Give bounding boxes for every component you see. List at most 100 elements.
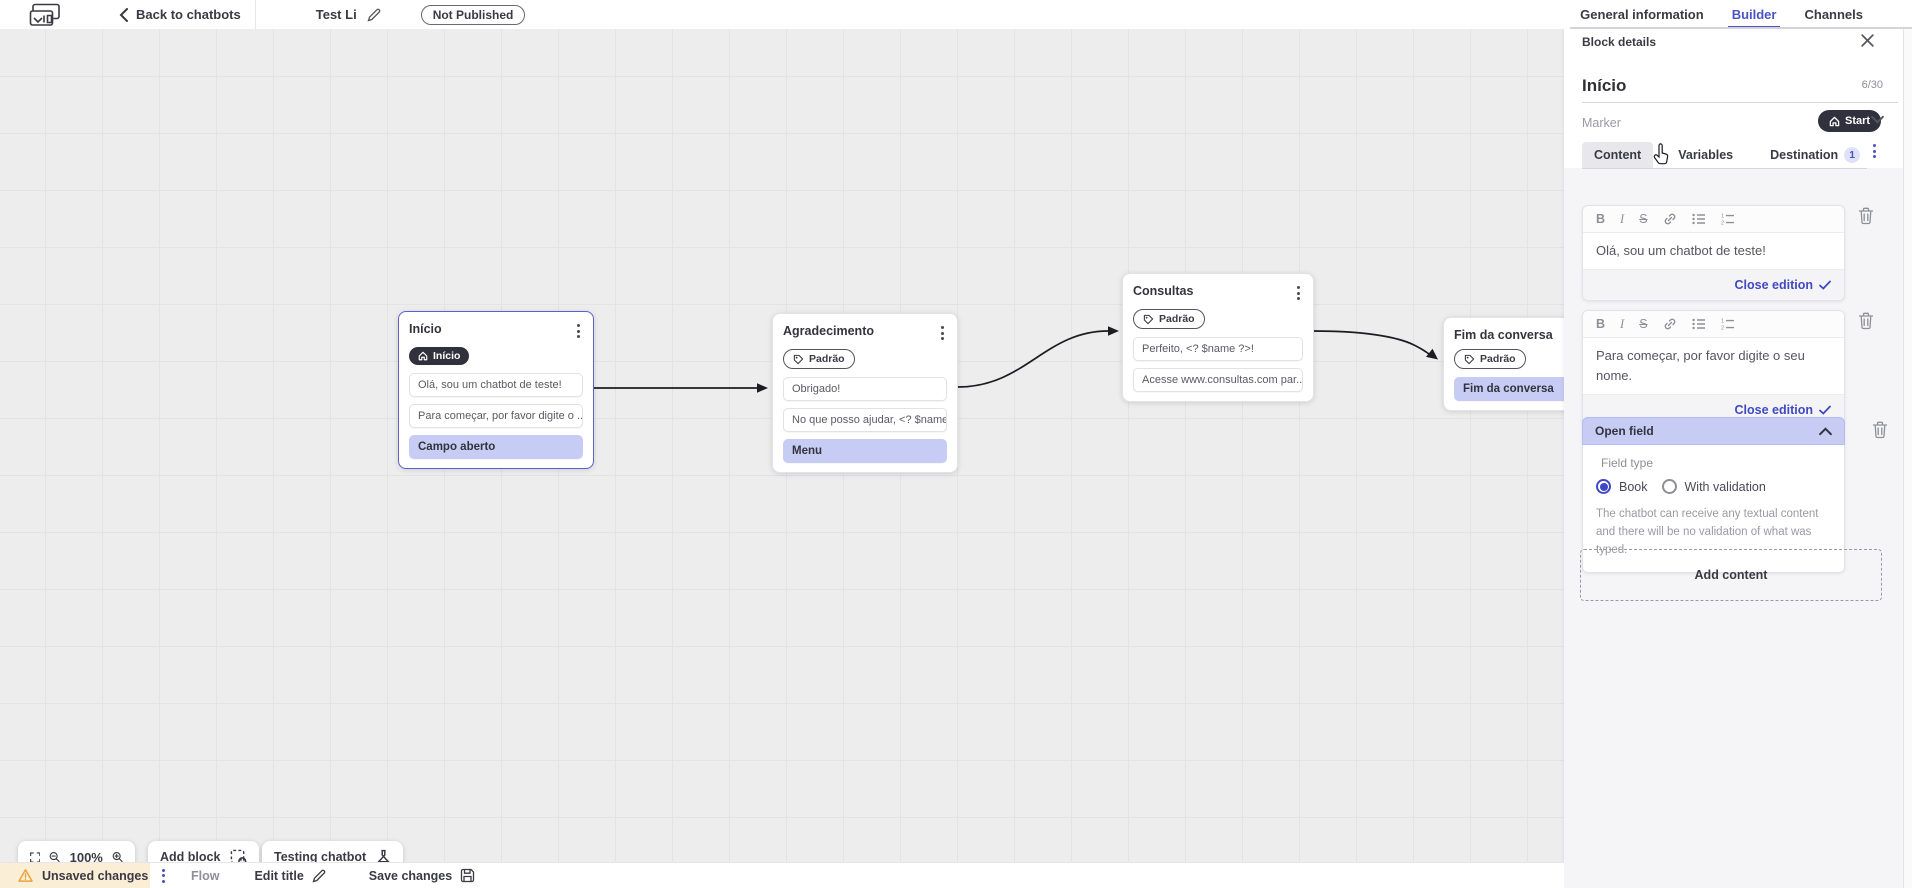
- tab-general-information[interactable]: General information: [1580, 7, 1704, 22]
- tab-channels[interactable]: Channels: [1804, 7, 1863, 22]
- fullscreen-icon[interactable]: [30, 850, 41, 863]
- panel-scrollbar[interactable]: [1903, 29, 1912, 888]
- block-content-row[interactable]: Para começar, por favor digite o ...: [409, 404, 583, 428]
- unsaved-changes-label: Unsaved changes: [42, 868, 149, 883]
- check-icon: [1819, 280, 1831, 290]
- edit-title-pencil-icon[interactable]: [367, 8, 381, 22]
- flask-icon: [377, 849, 391, 862]
- flow-block-inicio[interactable]: Início Início Olá, sou um chatbot de tes…: [398, 311, 594, 469]
- warning-icon: [18, 869, 33, 882]
- svg-text:2: 2: [1721, 326, 1724, 330]
- flow-canvas[interactable]: Início Início Olá, sou um chatbot de tes…: [0, 29, 1564, 862]
- block-title: Início: [409, 322, 442, 336]
- field-type-options: Book With validation: [1596, 479, 1831, 494]
- tab-variables[interactable]: Variables: [1678, 148, 1734, 162]
- marker-label: Marker: [1582, 116, 1621, 130]
- tag-icon: [1143, 314, 1154, 324]
- block-title: Agradecimento: [783, 324, 874, 338]
- block-marker-padrao: Padrão: [1133, 309, 1205, 329]
- chevron-left-icon: [119, 7, 128, 22]
- panel-tabs-underline: [1582, 168, 1867, 169]
- edit-title-button[interactable]: Edit title: [254, 869, 326, 883]
- panel-more-options-icon[interactable]: [1873, 144, 1876, 158]
- back-to-chatbots-button[interactable]: Back to chatbots: [119, 7, 241, 22]
- field-type-label: Field type: [1601, 456, 1654, 470]
- block-marker-padrao: Padrão: [783, 349, 855, 369]
- block-end-row[interactable]: Fim da conversa: [1454, 376, 1564, 401]
- add-content-button[interactable]: Add content: [1580, 549, 1882, 601]
- open-field-header[interactable]: Open field: [1582, 417, 1845, 445]
- save-icon: [461, 868, 475, 883]
- open-field-body: Field type Book With validation The chat…: [1582, 445, 1845, 574]
- block-content-row[interactable]: Olá, sou um chatbot de teste!: [409, 373, 583, 397]
- zoom-in-icon[interactable]: [112, 849, 123, 862]
- close-edition-button[interactable]: Close edition: [1735, 278, 1831, 292]
- add-block-button[interactable]: Add block: [148, 841, 260, 862]
- field-type-helper-text: The chatbot can receive any textual cont…: [1596, 508, 1819, 556]
- zoom-out-icon[interactable]: [49, 849, 61, 862]
- tab-content[interactable]: Content: [1582, 142, 1654, 168]
- tab-builder[interactable]: Builder: [1727, 0, 1781, 29]
- bullet-list-icon[interactable]: [1691, 318, 1706, 330]
- testing-chatbot-button[interactable]: Testing chatbot: [262, 841, 404, 862]
- flow-block-agradecimento[interactable]: Agradecimento Padrão Obrigado! No que po…: [772, 313, 958, 473]
- status-badge: Not Published: [420, 4, 526, 25]
- destination-count-badge: 1: [1844, 147, 1861, 163]
- flow-title: Test Li: [315, 7, 357, 22]
- app-logo-icon: [29, 3, 61, 27]
- block-menu-icon[interactable]: [574, 322, 583, 340]
- editor-text[interactable]: Para começar, por favor digite o seu nom…: [1583, 338, 1844, 395]
- svg-text:1: 1: [1721, 319, 1724, 325]
- editor-text[interactable]: Olá, sou um chatbot de teste!: [1583, 233, 1844, 270]
- flow-mode-label[interactable]: Flow: [191, 868, 220, 883]
- flow-block-fim-da-conversa[interactable]: Fim da conversa Padrão Fim da conversa: [1443, 317, 1564, 411]
- pencil-icon: [312, 869, 326, 882]
- block-name-input[interactable]: Início: [1582, 76, 1627, 95]
- tab-destination[interactable]: Destination 1: [1758, 141, 1872, 169]
- flow-block-consultas[interactable]: Consultas Padrão Perfeito, <? $name ?>! …: [1122, 273, 1314, 402]
- link-icon[interactable]: [1663, 317, 1677, 331]
- delete-content-icon[interactable]: [1858, 312, 1874, 331]
- svg-text:2: 2: [1721, 221, 1724, 225]
- chevron-down-icon[interactable]: [1871, 115, 1884, 128]
- block-content-row[interactable]: No que posso ajudar, <? $name ...: [783, 407, 947, 432]
- block-content-row[interactable]: Perfeito, <? $name ?>!: [1133, 336, 1303, 361]
- statusbar-more-options-icon[interactable]: [162, 868, 165, 883]
- block-menu-icon[interactable]: [938, 324, 947, 342]
- block-details-panel: Block details Início 6/30 Marker Start C…: [1564, 29, 1912, 888]
- bold-icon[interactable]: B: [1596, 212, 1606, 226]
- radio-book[interactable]: Book: [1596, 479, 1648, 494]
- tabs-baseline: [1570, 27, 1912, 29]
- italic-icon[interactable]: I: [1620, 211, 1625, 226]
- strikethrough-icon[interactable]: S: [1639, 212, 1648, 226]
- radio-with-validation[interactable]: With validation: [1661, 479, 1766, 494]
- open-field-title: Open field: [1595, 424, 1654, 438]
- italic-icon[interactable]: I: [1620, 316, 1625, 331]
- marker-start-pill[interactable]: Start: [1818, 110, 1882, 132]
- topbar-tabs: General information Builder Channels: [1580, 0, 1863, 29]
- block-marker-padrao: Padrão: [1454, 349, 1526, 369]
- block-content-row[interactable]: Obrigado!: [783, 376, 947, 401]
- delete-content-icon[interactable]: [1858, 207, 1874, 226]
- bold-icon[interactable]: B: [1596, 317, 1606, 331]
- block-open-field-row[interactable]: Campo aberto: [409, 435, 583, 459]
- home-icon: [1829, 116, 1840, 126]
- home-icon: [418, 351, 428, 361]
- block-menu-icon[interactable]: [1294, 284, 1303, 302]
- close-edition-button[interactable]: Close edition: [1735, 403, 1831, 417]
- link-icon[interactable]: [1663, 212, 1677, 226]
- flow-title-group: Test Li: [316, 7, 381, 22]
- close-icon[interactable]: [1860, 33, 1878, 51]
- delete-open-field-icon[interactable]: [1872, 421, 1888, 440]
- block-menu-row[interactable]: Menu: [783, 438, 947, 463]
- block-title: Fim da conversa: [1454, 328, 1553, 342]
- block-content-row[interactable]: Acesse www.consultas.com par...: [1133, 367, 1303, 392]
- bullet-list-icon[interactable]: [1691, 213, 1706, 225]
- strikethrough-icon[interactable]: S: [1639, 317, 1648, 331]
- save-changes-button[interactable]: Save changes: [369, 868, 475, 883]
